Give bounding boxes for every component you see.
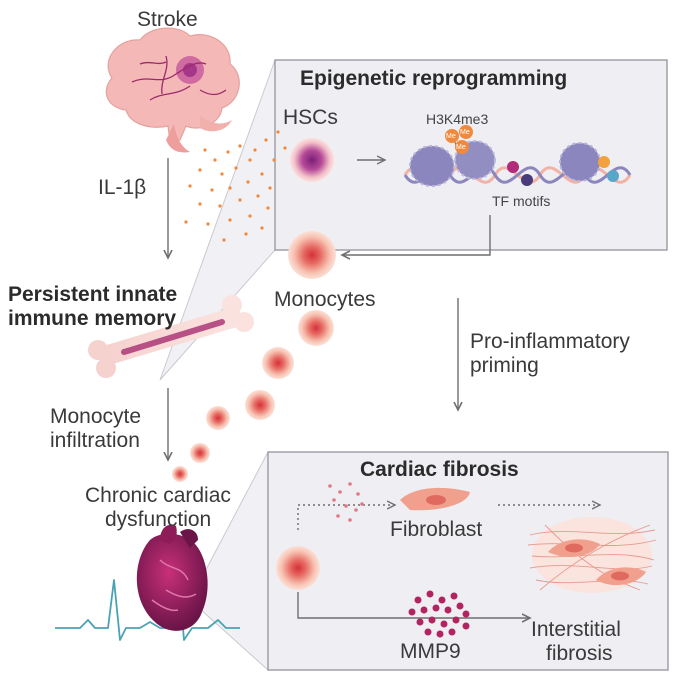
heart-icon <box>136 524 208 631</box>
chronic-dysfunction-label-line1: Chronic cardiac <box>85 484 231 507</box>
hsc-cell <box>290 138 334 182</box>
methyl-mark-label-2: Me <box>460 129 470 136</box>
hscs-label: HSCs <box>283 106 338 129</box>
chronic-dysfunction-label-line2: dysfunction <box>105 508 212 531</box>
h3k4me3-label: H3K4me3 <box>426 111 489 127</box>
cardiac-fibrosis-panel-title: Cardiac fibrosis <box>360 458 519 481</box>
persistent-memory-label-line2: immune memory <box>8 307 177 330</box>
fibroblast-nucleus <box>426 495 446 505</box>
mmp9-label: MMP9 <box>400 640 461 663</box>
ecg-trace <box>55 569 240 641</box>
methyl-marks <box>445 125 473 154</box>
cytokine-dots <box>184 130 287 242</box>
arrow-monocyte-to-fibroblast <box>297 505 395 530</box>
stroke-label: Stroke <box>137 8 198 31</box>
bone-icon <box>88 295 254 378</box>
mmp9-particles <box>408 590 470 638</box>
methyl-mark-label-3: Me <box>456 144 466 151</box>
priming-label-line2: priming <box>470 354 539 377</box>
monocyte-infiltration-label-line2: infiltration <box>50 429 140 452</box>
brain-icon <box>105 27 240 153</box>
interstitial-fibrosis-label-line2: fibrosis <box>546 642 613 665</box>
il1b-label: IL-1β <box>98 176 147 199</box>
monocytes-label: Monocytes <box>274 288 376 311</box>
persistent-memory-label-line1: Persistent innate <box>8 283 178 306</box>
epigenetic-panel-title: Epigenetic reprogramming <box>300 67 568 90</box>
tf-motifs-label: TF motifs <box>492 193 551 209</box>
methyl-mark-label-1: Me <box>446 133 456 140</box>
monocyte-infiltration-label-line1: Monocyte <box>50 405 142 428</box>
fibrotic-tissue <box>527 517 657 593</box>
monocyte-cell <box>288 231 336 279</box>
secreted-particles <box>328 482 364 522</box>
arrow-to-interstitial-fibrosis <box>297 592 530 618</box>
monocyte-stream <box>172 310 334 482</box>
arrow-tf-to-monocytes <box>342 215 491 255</box>
priming-label-line1: Pro-inflammatory <box>470 330 630 353</box>
interstitial-fibrosis-label-line1: Interstitial <box>531 618 621 641</box>
cardiac-monocyte-cell <box>276 546 320 590</box>
fibroblast-label: Fibroblast <box>390 518 483 541</box>
